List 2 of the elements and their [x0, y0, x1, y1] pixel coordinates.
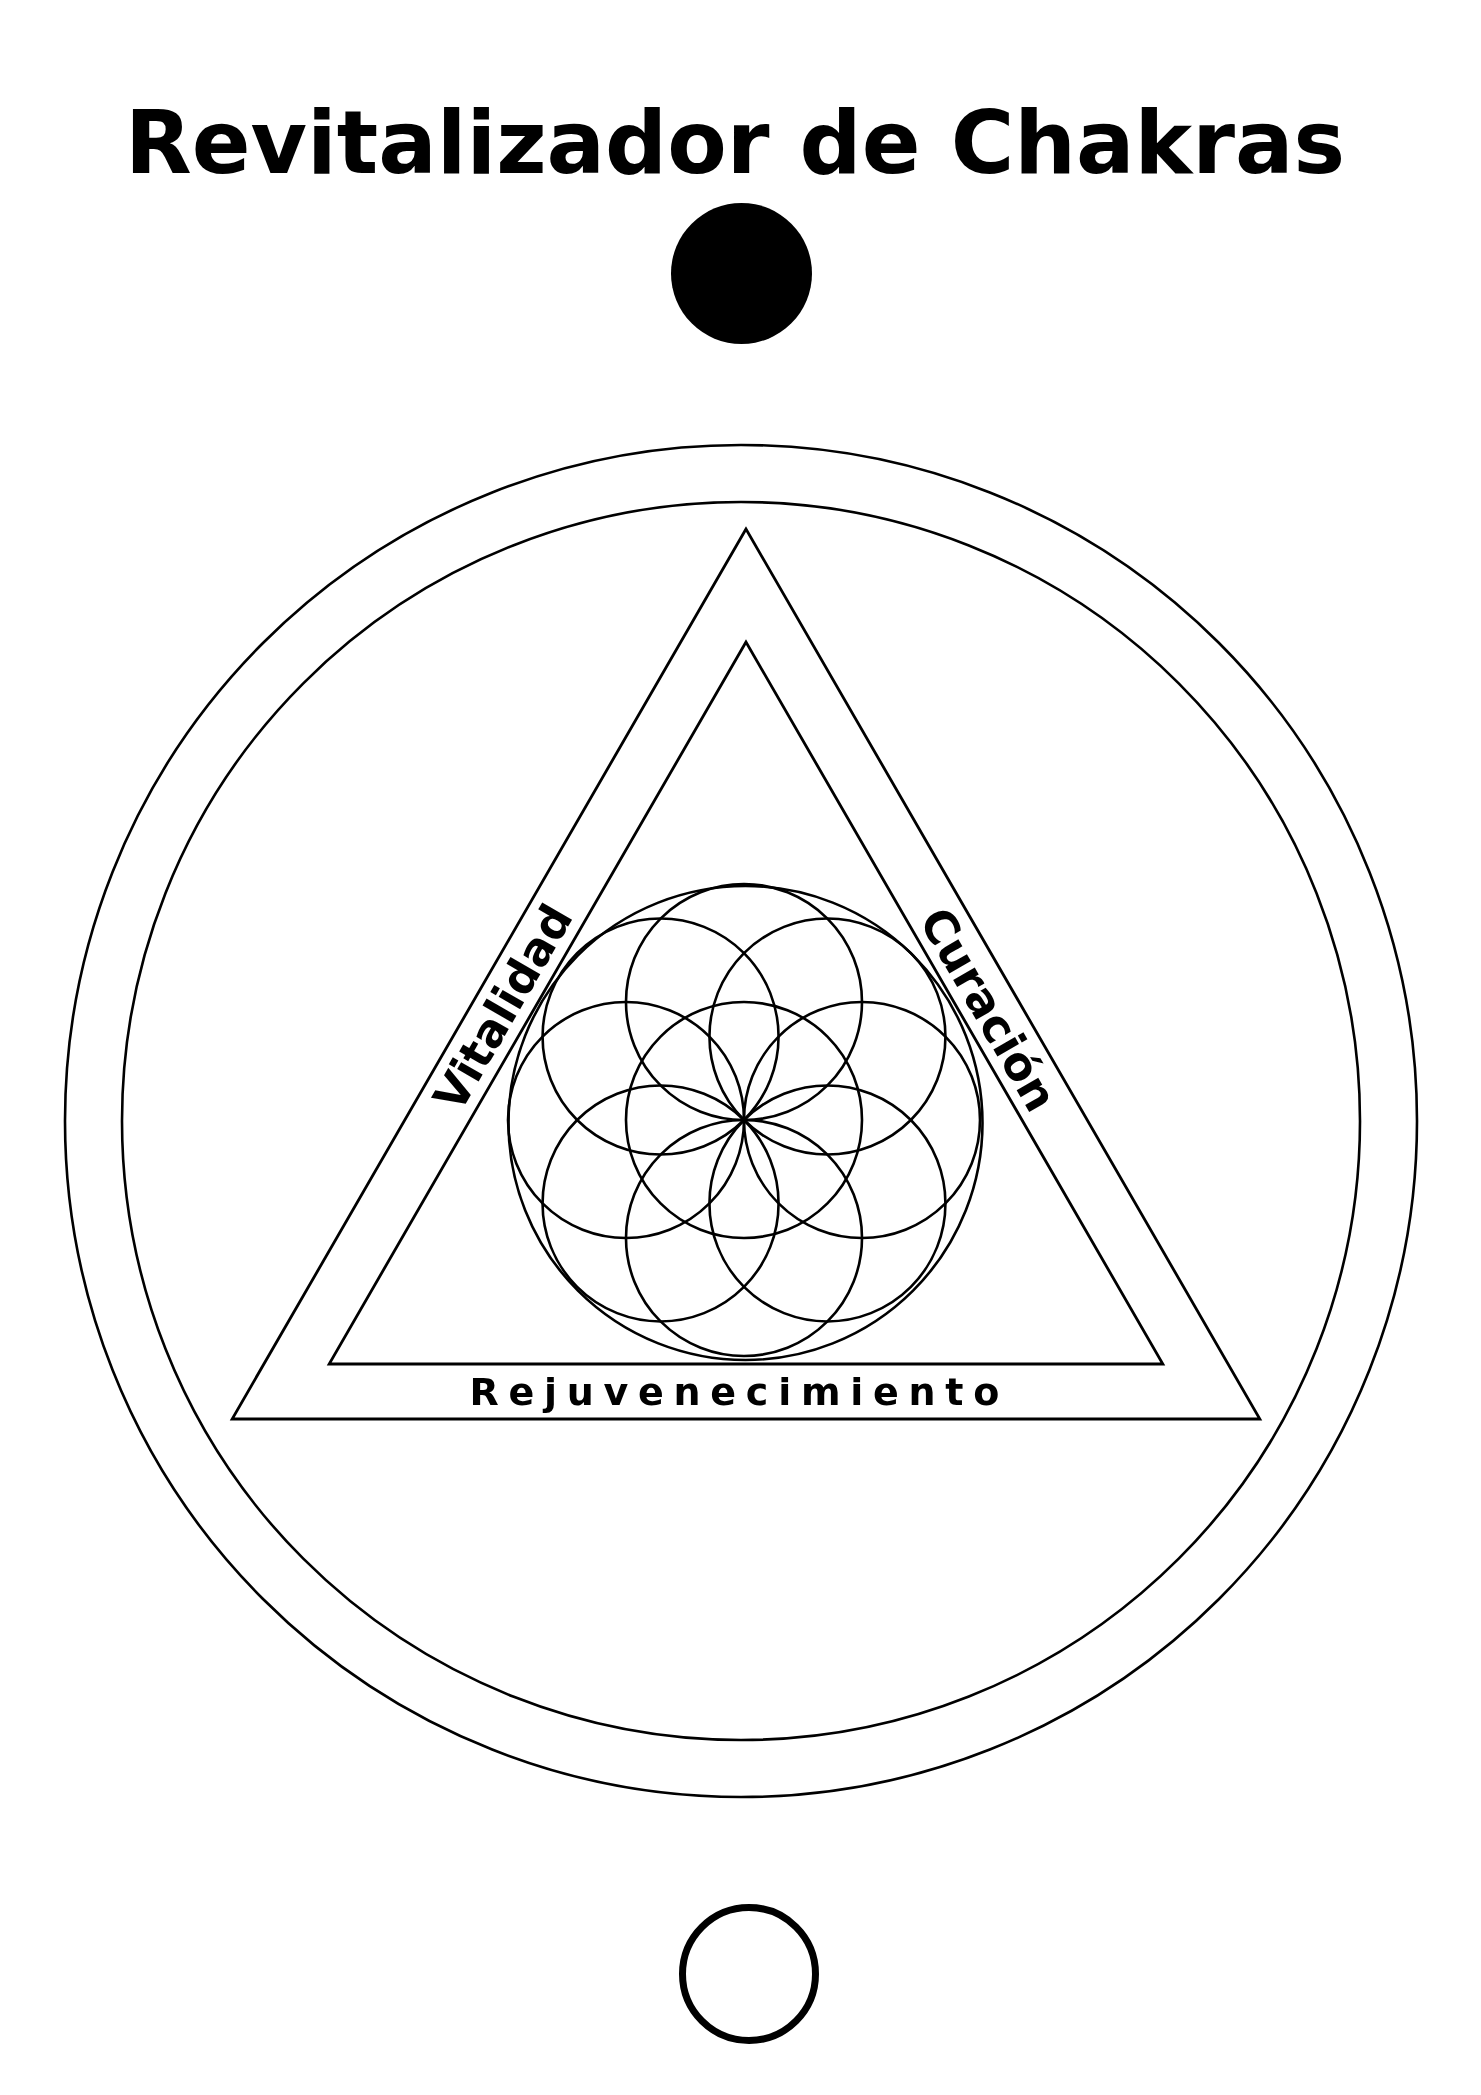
title: Revitalizador de Chakras: [125, 99, 1345, 187]
base-label: Rejuvenecimiento: [468, 1373, 1010, 1411]
